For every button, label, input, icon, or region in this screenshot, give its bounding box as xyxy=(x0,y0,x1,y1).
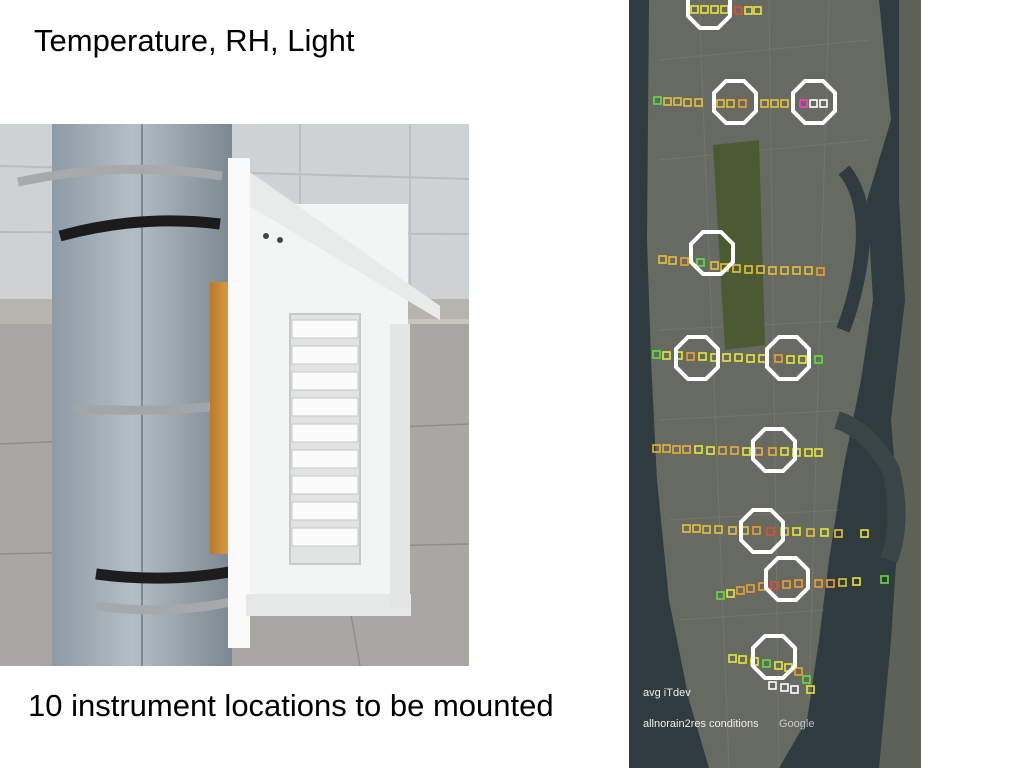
location-marker-3 xyxy=(791,79,837,125)
slide-title: Temperature, RH, Light xyxy=(34,23,355,58)
location-marker-7 xyxy=(751,427,797,473)
location-marker-9 xyxy=(764,556,810,602)
satellite-map: avg iTdev allnorain2res conditions Googl… xyxy=(629,0,921,768)
instrument-shelter-photo xyxy=(0,124,469,666)
map-overlay-label-1: avg iTdev xyxy=(643,687,691,699)
location-marker-5 xyxy=(674,335,720,381)
map-watermark: Google xyxy=(779,718,814,730)
location-marker-8 xyxy=(739,508,785,554)
location-marker-4 xyxy=(689,230,735,276)
location-marker-6 xyxy=(765,335,811,381)
map-overlay-label-2: allnorain2res conditions xyxy=(643,718,759,730)
slide-caption: 10 instrument locations to be mounted xyxy=(28,688,554,723)
location-marker-10 xyxy=(751,634,797,680)
location-marker-2 xyxy=(712,79,758,125)
location-marker-1 xyxy=(686,0,732,30)
